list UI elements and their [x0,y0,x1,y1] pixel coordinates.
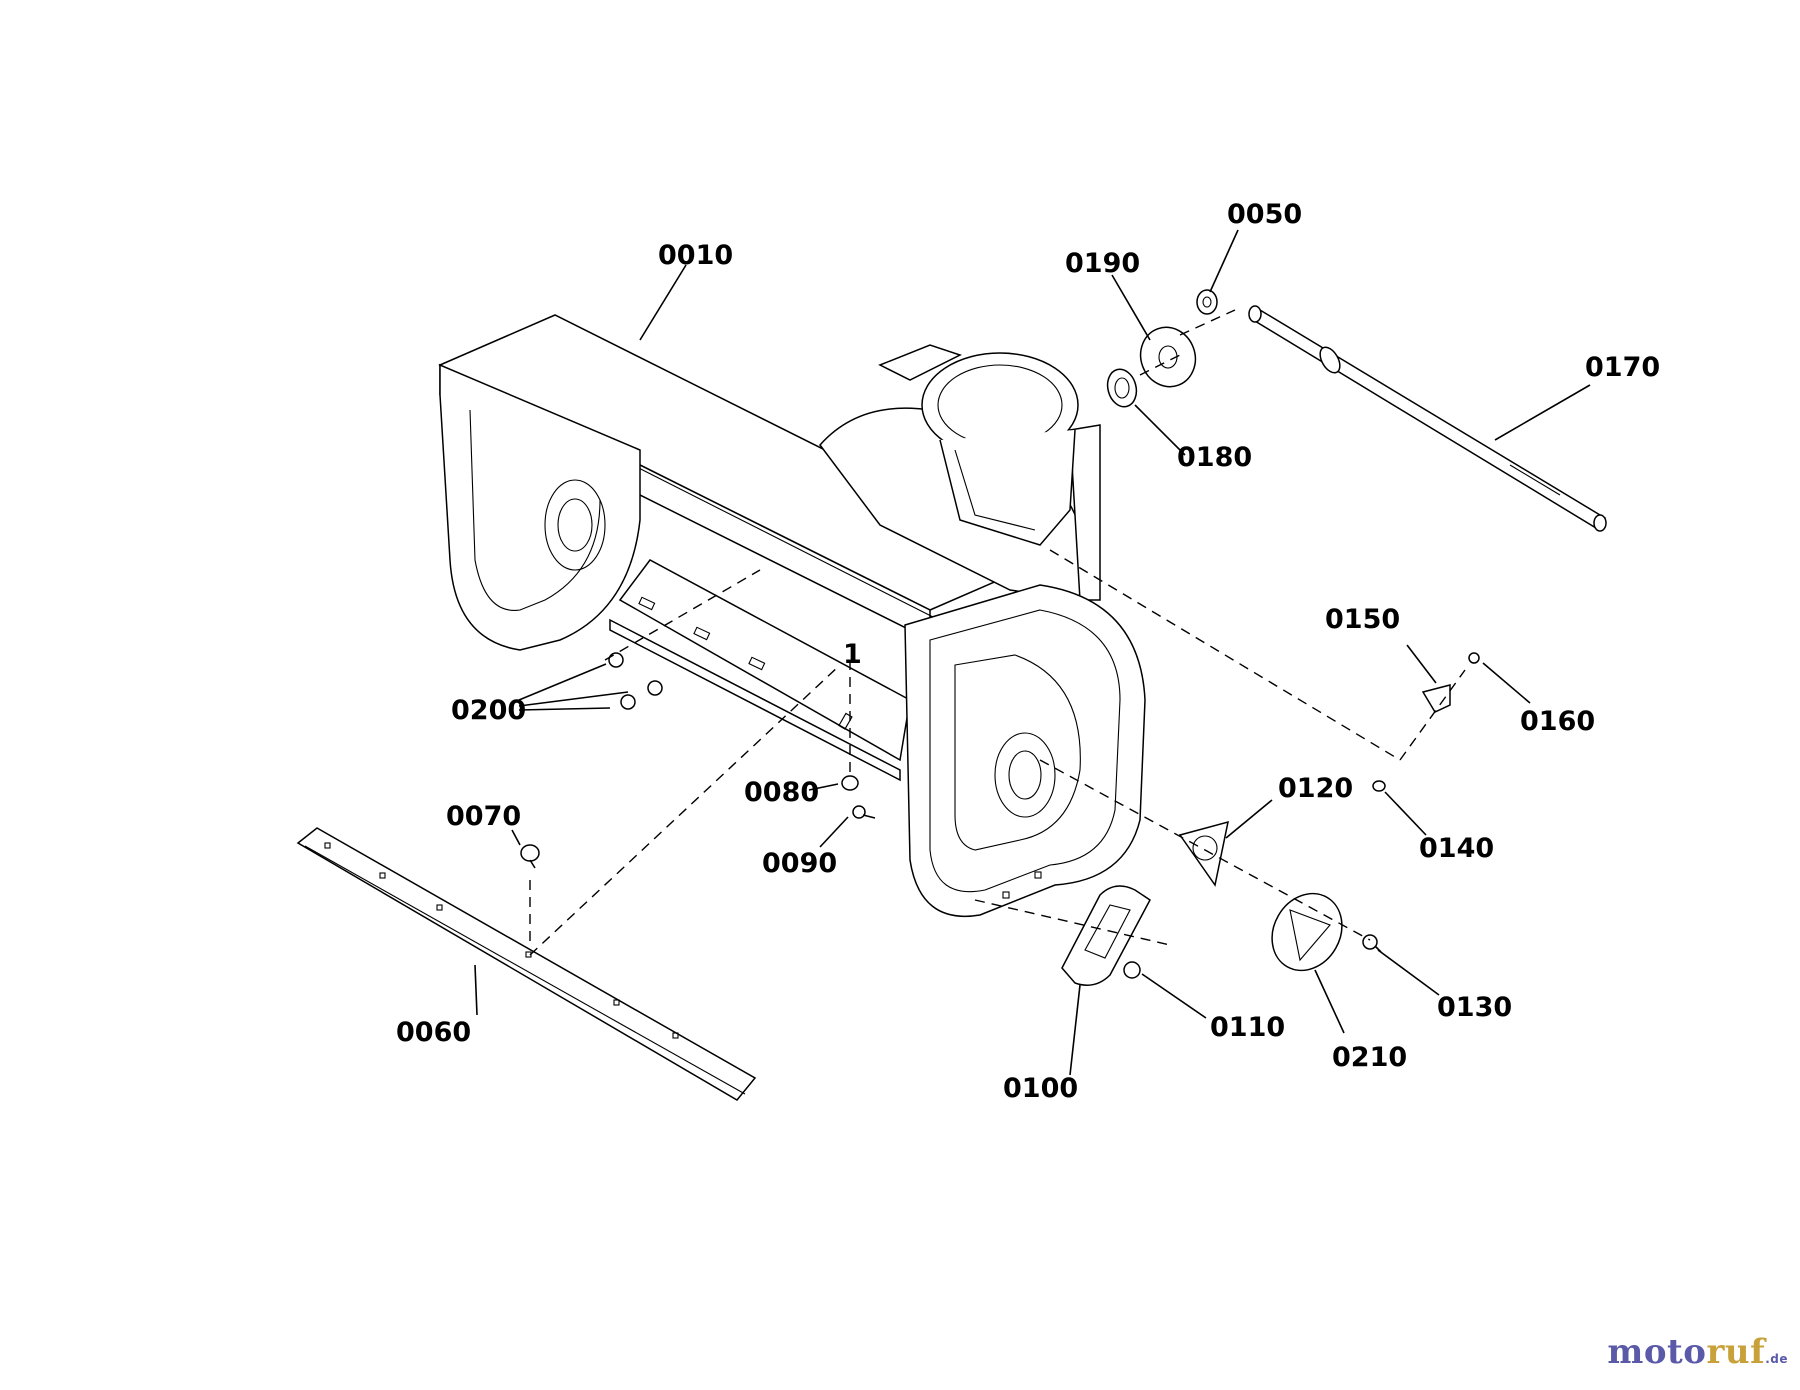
label-0080: 0080 [744,777,819,808]
reference-marker: 1 [843,639,862,670]
label-0150: 0150 [1325,604,1400,635]
label-0170: 0170 [1585,352,1660,383]
leader-lines [474,229,1591,1076]
label-0160: 0160 [1520,706,1595,737]
bolt-0070 [520,844,540,869]
auger-housing [438,314,1146,917]
label-0050: 0050 [1227,199,1302,230]
label-0210: 0210 [1332,1042,1407,1073]
screw-0160 [1468,652,1480,664]
scraper-bar-0060 [296,827,757,1101]
label-0200: 0200 [451,695,526,726]
screw-0130 [1362,934,1382,953]
watermark-logo: motoruf.de [1607,1332,1788,1372]
watermark-part1: moto [1607,1332,1707,1372]
label-0010: 0010 [658,240,733,271]
bearing-0180 [1106,368,1138,408]
nut-0140 [1372,780,1386,792]
assembly-lines [529,309,1466,956]
label-0180: 0180 [1177,442,1252,473]
carriage-bolts-0200 [608,652,663,710]
watermark-suffix: .de [1765,1352,1788,1366]
label-0110: 0110 [1210,1012,1285,1043]
chute-adapter-0100 [1061,885,1151,986]
label-0060: 0060 [396,1017,471,1048]
label-0130: 0130 [1437,992,1512,1023]
nut-0110 [1123,961,1141,979]
part-labels: 0010 0050 0190 0170 0180 0150 0160 0200 … [396,199,1660,1104]
label-0140: 0140 [1419,833,1494,864]
bearing-housing-0120 [1178,820,1229,887]
label-0090: 0090 [762,848,837,879]
cover-plate-0210 [1271,892,1343,972]
label-0070: 0070 [446,801,521,832]
washer-0080 [841,775,859,791]
nut-0050 [1196,289,1218,315]
label-0100: 0100 [1003,1073,1078,1104]
clip-0150 [1421,684,1451,713]
shaft-0170 [1248,305,1607,532]
watermark-part2: ruf [1706,1332,1766,1372]
flange-0190 [1139,326,1197,388]
label-0190: 0190 [1065,248,1140,279]
bolt-0090 [852,805,876,819]
label-0120: 0120 [1278,773,1353,804]
